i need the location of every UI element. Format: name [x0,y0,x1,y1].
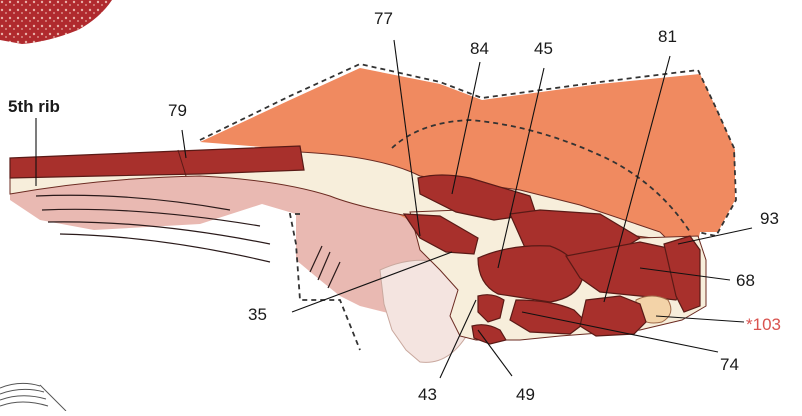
label-43: 43 [418,385,437,404]
label-49: 49 [516,385,535,404]
label-74: 74 [720,355,739,374]
label-79: 79 [168,101,187,120]
label-45: 45 [534,39,553,58]
label-5th-rib: 5th rib [8,97,60,116]
label-35: 35 [248,305,267,324]
label-77: 77 [374,9,393,28]
label-103: *103 [746,315,781,334]
label-84: 84 [470,39,489,58]
label-81: 81 [658,27,677,46]
meat-photo-fragment [0,0,112,44]
label-93: 93 [760,209,779,228]
rib-sketch-fragment [0,383,66,411]
label-68: 68 [736,271,755,290]
muscle-74b [580,296,646,336]
